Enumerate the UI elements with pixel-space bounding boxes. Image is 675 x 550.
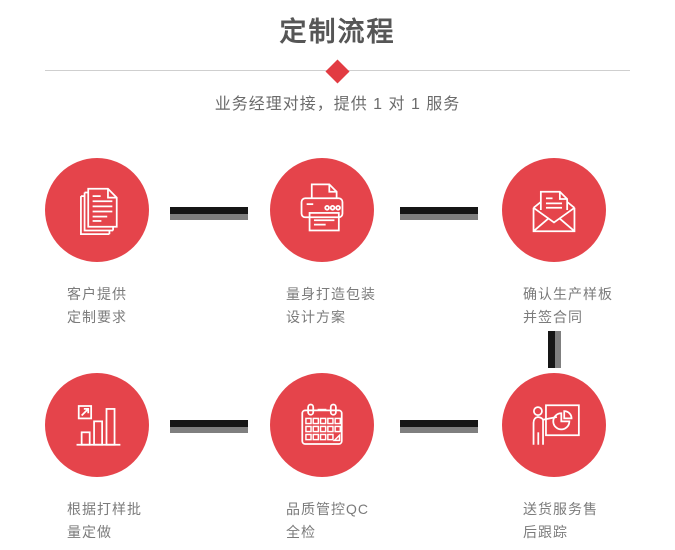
diamond-icon: [325, 59, 350, 84]
step-label-line: 全检: [286, 524, 316, 540]
step-label-line: 确认生产样板: [523, 286, 613, 302]
step-label-4: 根据打样批 量定做: [67, 498, 142, 544]
step-circle-3: [502, 158, 606, 262]
step-label-2: 量身打造包装 设计方案: [286, 283, 376, 329]
printer-icon: [284, 172, 360, 248]
step-label-line: 设计方案: [286, 309, 346, 325]
presentation-icon: [516, 387, 592, 463]
step-circle-6: [502, 373, 606, 477]
step-label-line: 后跟踪: [523, 524, 568, 540]
step-label-line: 客户提供: [67, 286, 127, 302]
step-label-1: 客户提供 定制要求: [67, 283, 127, 329]
connector-step3-step6: [548, 331, 561, 368]
step-label-line: 品质管控QC: [286, 501, 369, 517]
connector-step2-step3: [400, 207, 478, 220]
connector-step5-step6: [400, 420, 478, 433]
step-label-line: 根据打样批: [67, 501, 142, 517]
documents-icon: [59, 172, 135, 248]
step-circle-2: [270, 158, 374, 262]
step-label-line: 量定做: [67, 524, 112, 540]
calendar-icon: [284, 387, 360, 463]
step-circle-1: [45, 158, 149, 262]
step-label-line: 并签合同: [523, 309, 583, 325]
step-label-6: 送货服务售 后跟踪: [523, 498, 598, 544]
page-title: 定制流程: [279, 17, 396, 47]
connector-step1-step2: [170, 207, 248, 220]
step-circle-4: [45, 373, 149, 477]
step-label-3: 确认生产样板 并签合同: [523, 283, 613, 329]
bar-chart-icon: [59, 387, 135, 463]
step-circle-5: [270, 373, 374, 477]
step-label-line: 送货服务售: [523, 501, 598, 517]
connector-step4-step5: [170, 420, 248, 433]
subtitle: 业务经理对接，提供 1 对 1 服务: [214, 96, 461, 113]
step-label-line: 定制要求: [67, 309, 127, 325]
step-label-line: 量身打造包装: [286, 286, 376, 302]
step-label-5: 品质管控QC 全检: [286, 498, 369, 544]
envelope-icon: [516, 172, 592, 248]
